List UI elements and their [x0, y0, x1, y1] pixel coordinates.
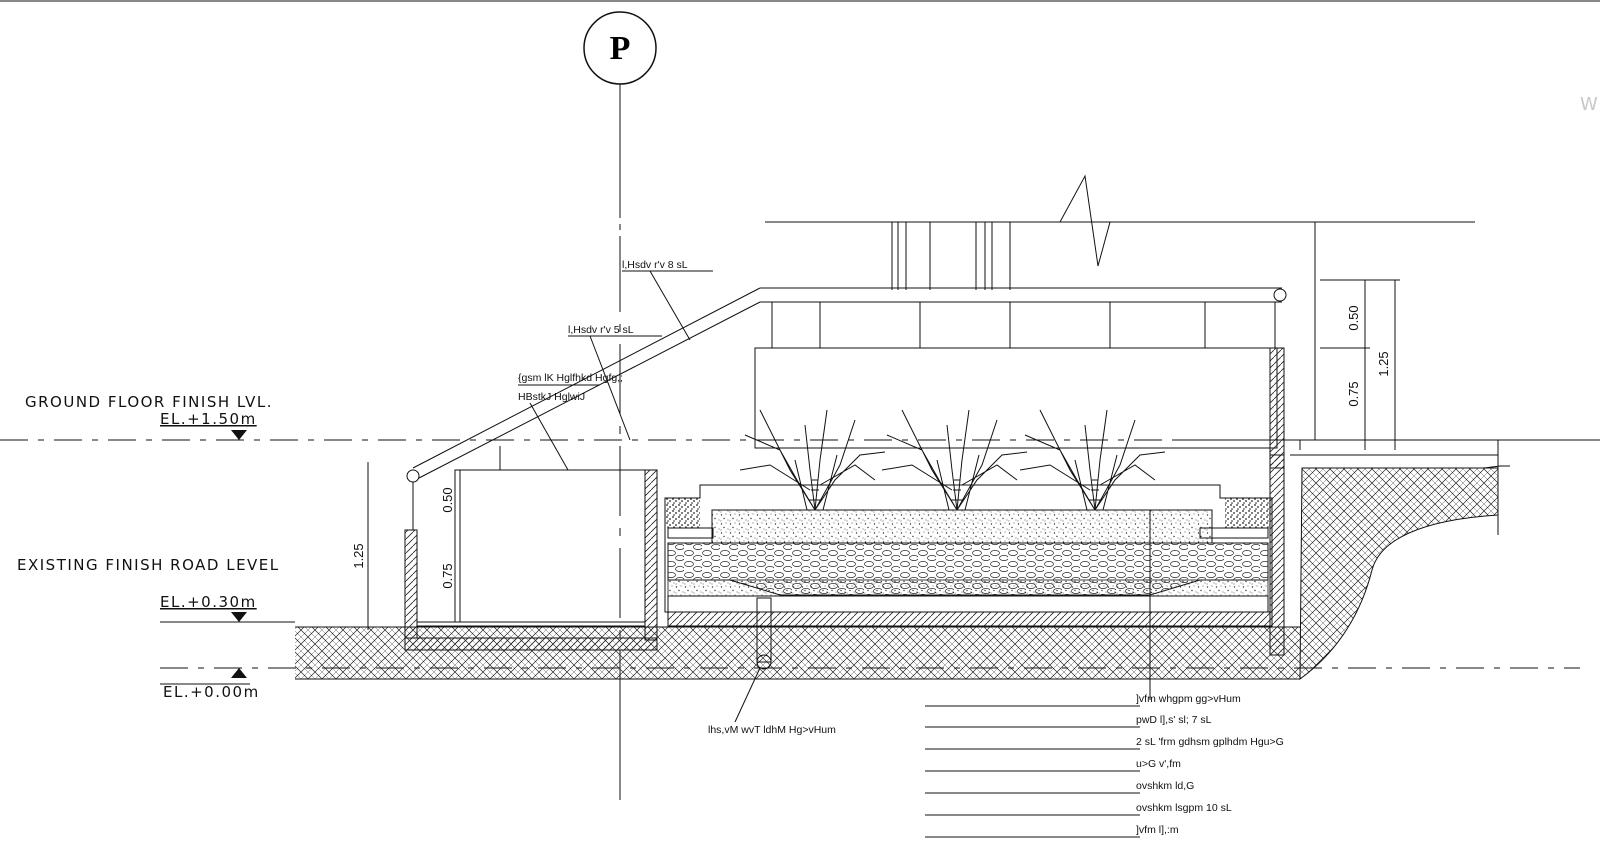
dim-left-total: 1.25 — [351, 543, 366, 568]
planter-ledge — [1199, 527, 1269, 539]
right-dimensions: 0.50 0.75 1.25 — [1320, 279, 1400, 450]
dim-left-upper: 0.50 — [440, 487, 455, 512]
right-parapet — [1269, 347, 1285, 469]
upper-columns — [891, 222, 1011, 290]
rail-joint-right — [1273, 288, 1287, 302]
level-marker-icon — [231, 612, 247, 622]
pavement-tip — [1483, 465, 1510, 469]
layer-note: ovshkm lsgpm 10 sL — [1136, 802, 1232, 814]
dim-left-lower: 0.75 — [440, 563, 455, 588]
plant-icon — [881, 409, 1028, 511]
dim-right-lower: 0.75 — [1346, 381, 1361, 406]
level-marker-icon — [231, 668, 247, 678]
level-marker-icon — [231, 430, 247, 440]
leader-line — [589, 335, 631, 441]
ground-floor-label: GROUND FLOOR FINISH LVL. — [25, 393, 273, 411]
leader-line — [734, 667, 761, 723]
right-wall — [1269, 454, 1285, 656]
left-slab — [404, 637, 658, 651]
dim-right-total: 1.25 — [1376, 351, 1391, 376]
sand-layer — [667, 579, 1269, 597]
layer-note: pwD l],s' sl; 7 sL — [1136, 714, 1212, 726]
plant-icon — [739, 409, 886, 511]
layer-note: ovshkm ld,G — [1136, 780, 1194, 792]
layer-note: 2 sL 'frm gdhsm gplhdm Hgu>G — [1136, 736, 1284, 748]
leader-line — [529, 402, 569, 471]
note-handrail-5: l,Hsdv r'v 5 sL — [568, 324, 634, 336]
drain-outlet — [756, 654, 772, 670]
rail-joint-left — [406, 469, 420, 483]
left-dimensions: 1.25 0.50 0.75 — [351, 462, 461, 630]
leader-line — [649, 270, 691, 341]
planter-ledge — [667, 527, 714, 539]
stair-handrail-bottom — [418, 301, 761, 479]
note-drain-pipe: lhs,vM wvT ldhM Hg>vHum — [708, 724, 836, 736]
layer-schedule: ]vfm whgpm gg>vHum pwD l],s' sl; 7 sL 2 … — [925, 693, 1284, 838]
note-handrail-8: l,Hsdv r'v 8 sL — [622, 259, 688, 271]
layer-note: ]vfm whgpm gg>vHum — [1136, 693, 1241, 705]
layer-note: u>G v',fm — [1136, 758, 1181, 770]
rail-posts — [771, 302, 1276, 348]
road-elevation: EL.+0.30m — [160, 593, 257, 611]
mid-wall — [644, 469, 658, 641]
planter-slab — [667, 611, 1273, 627]
layer-note: ]vfm l],:m — [1136, 824, 1179, 836]
watermark: W — [1580, 94, 1598, 115]
note-wall-2: HBstkJ HglwiJ — [518, 391, 585, 403]
leader-annotations: l,Hsdv r'v 8 sL l,Hsdv r'v 5 sL {gsm lK … — [518, 259, 836, 736]
left-wall — [404, 529, 418, 639]
road-level-label: EXISTING FINISH ROAD LEVEL — [17, 556, 280, 574]
grid-marker-label: P — [610, 30, 631, 67]
left-block — [454, 469, 646, 623]
zero-elevation: EL.+0.00m — [163, 683, 260, 701]
soil-ground — [295, 627, 1300, 679]
planter-edge-fill — [1225, 498, 1270, 528]
break-line-icon — [1059, 174, 1111, 267]
dim-right-upper: 0.50 — [1346, 305, 1361, 330]
ground-floor-elevation: EL.+1.50m — [160, 410, 257, 428]
stair-handrail-top — [412, 287, 761, 469]
planter-edge-fill — [665, 498, 700, 528]
plant-icon — [1019, 409, 1166, 511]
grid-marker: P — [583, 11, 657, 800]
soil-right-embankment — [1299, 467, 1499, 680]
planter-back-wall — [754, 347, 1278, 449]
note-wall-1: {gsm lK Hglfhkd Hgfg,; — [518, 372, 623, 384]
planting-soil-layer — [711, 509, 1213, 544]
level-annotations: GROUND FLOOR FINISH LVL. EL.+1.50m EXIST… — [17, 393, 280, 701]
drain-pipe — [756, 597, 772, 663]
